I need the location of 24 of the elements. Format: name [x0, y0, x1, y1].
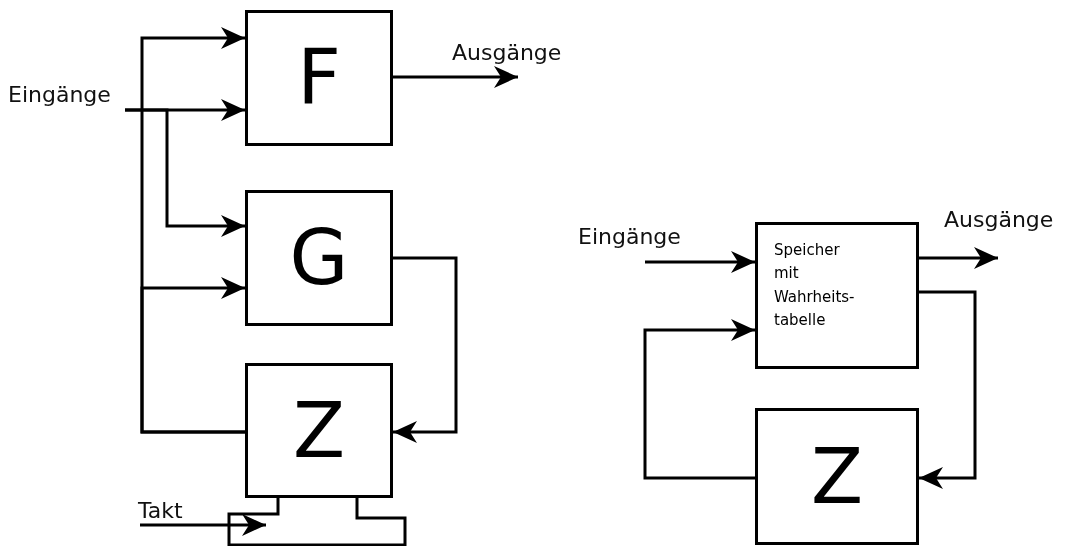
- signal-label: Ausgänge: [452, 40, 562, 65]
- arrow: [645, 251, 755, 273]
- signal-label: Ausgänge: [944, 207, 1054, 232]
- function-block: [245, 363, 393, 498]
- block-label: F: [297, 32, 341, 125]
- function-block: [245, 10, 393, 146]
- arrow: [393, 66, 518, 88]
- arrow: [140, 277, 245, 434]
- arrow: [140, 514, 266, 536]
- signal-label: Eingänge: [578, 224, 681, 249]
- signal-label: Eingänge: [8, 82, 111, 107]
- arrow: [919, 247, 998, 269]
- block-label: Z: [810, 430, 864, 523]
- arrow: [919, 290, 977, 489]
- function-block: [755, 222, 919, 369]
- arrow: [643, 319, 755, 480]
- function-block: [755, 408, 919, 545]
- arrow: [393, 256, 458, 443]
- block-label: G: [289, 212, 349, 305]
- signal-label: Takt: [138, 498, 183, 523]
- function-block: [245, 190, 393, 326]
- block-label: Z: [292, 384, 346, 477]
- arrow: [125, 108, 245, 237]
- block-label: Speicher mit Wahrheits- tabelle: [774, 240, 856, 331]
